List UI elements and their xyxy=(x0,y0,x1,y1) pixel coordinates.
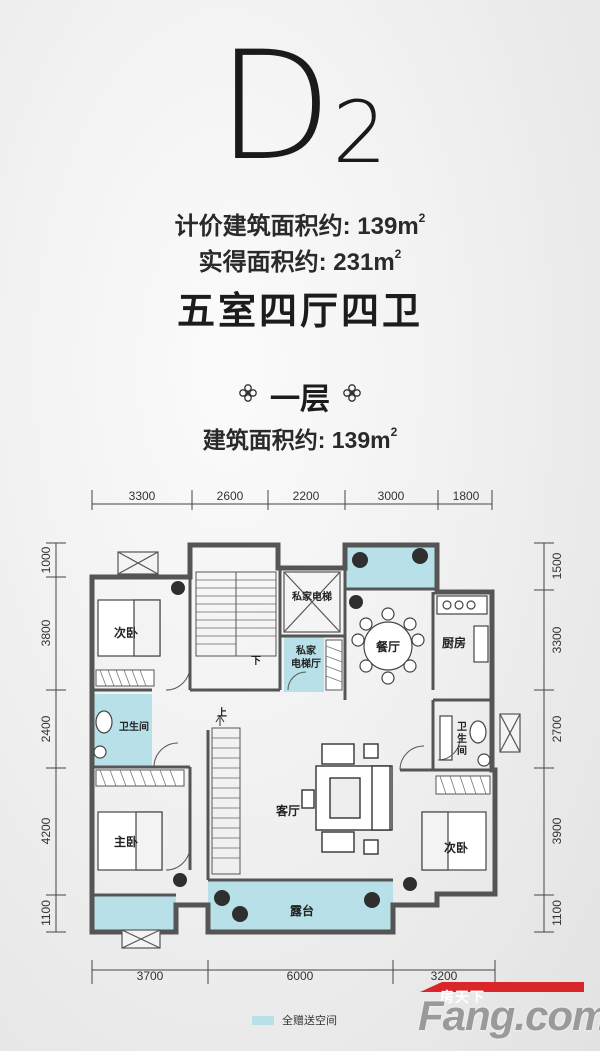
stair-treads-lower xyxy=(212,737,240,859)
legend-label: 全赠送空间 xyxy=(282,1015,337,1027)
living-sofa-set xyxy=(301,743,393,855)
top-dimensions: 3300 2600 2200 3000 1800 xyxy=(129,489,480,503)
floor-area-sup: 2 xyxy=(390,425,398,439)
unit-type-sub: 2 xyxy=(332,83,387,183)
dim-bottom-3: 3200 xyxy=(431,969,458,983)
room-bathroom-e-line2: 生 xyxy=(457,732,467,745)
real-area-sup: 2 xyxy=(394,247,402,261)
dimension-lines xyxy=(46,490,554,984)
dim-right-4: 3900 xyxy=(550,817,564,844)
room-kitchen: 厨房 xyxy=(442,635,466,650)
dim-right-1: 1500 xyxy=(550,552,564,579)
flower-ornament-icon xyxy=(343,384,361,402)
dim-left-1: 1000 xyxy=(39,546,53,573)
dim-top-3: 2200 xyxy=(293,489,320,503)
elevator-shaft xyxy=(283,571,341,633)
walls xyxy=(89,542,498,935)
staircase-lower xyxy=(211,727,241,875)
price-area-label: 计价建筑面积约: 139m xyxy=(174,213,419,240)
room-elevator-hall-line1: 私家 xyxy=(295,644,317,657)
stair-up-label: 上 xyxy=(217,706,227,719)
staircase-upper xyxy=(195,571,277,657)
bed-master xyxy=(97,811,163,871)
bed-se xyxy=(421,811,487,871)
room-elevator-hall-line2: 电梯厅 xyxy=(291,657,321,670)
brand-tag: 房天下 xyxy=(440,989,485,1005)
brand-logo-icon xyxy=(420,982,584,992)
interior-walls xyxy=(92,568,492,897)
floor-name: 一层 xyxy=(270,383,330,416)
wardrobe-hatch xyxy=(99,645,487,795)
dim-left-2: 3800 xyxy=(39,619,53,646)
dim-right-2: 3300 xyxy=(550,626,564,653)
price-area-sup: 2 xyxy=(418,211,426,225)
room-bathroom-w: 卫生间 xyxy=(119,720,149,733)
plant-icons xyxy=(171,548,428,922)
floor-heading: 一层 xyxy=(0,374,600,418)
dim-right-5: 1100 xyxy=(550,900,564,926)
stair-treads-upper xyxy=(196,579,276,645)
room-elevator: 私家电梯 xyxy=(291,590,332,603)
legend-swatch xyxy=(252,1016,274,1025)
dim-left-5: 1100 xyxy=(39,900,53,926)
dining-table xyxy=(351,607,425,685)
room-dining: 餐厅 xyxy=(376,639,400,654)
dim-bottom-2: 6000 xyxy=(287,969,314,983)
brand-name: Fang.com xyxy=(418,992,600,1039)
room-bedroom-se: 次卧 xyxy=(444,840,468,855)
floor-area-label: 建筑面积约: 139m xyxy=(202,427,391,453)
unit-type-main: D xyxy=(216,20,332,194)
windows xyxy=(117,551,521,949)
legend: 全赠送空间 xyxy=(252,1012,337,1028)
dim-left-4: 4200 xyxy=(39,817,53,844)
bottom-dimensions: 3700 6000 3200 xyxy=(137,969,458,983)
dim-top-2: 2600 xyxy=(217,489,244,503)
room-bathroom-e-line1: 卫 xyxy=(457,721,467,733)
dim-top-1: 3300 xyxy=(129,489,156,503)
dim-top-5: 1800 xyxy=(453,489,480,503)
layout-name: 五室四厅四卫 xyxy=(176,291,423,333)
flower-ornament-icon xyxy=(239,384,257,402)
stair-down-label: 下 xyxy=(251,655,261,667)
bed-nw xyxy=(97,599,161,657)
dim-top-4: 3000 xyxy=(378,489,405,503)
price-area-text: 计价建筑面积约: 139m2 xyxy=(0,206,600,241)
real-area-label: 实得面积约: 231m xyxy=(198,249,395,276)
room-bedroom-nw: 次卧 xyxy=(114,625,138,640)
room-terrace: 露台 xyxy=(290,903,314,918)
right-dimensions: 1500 3300 2700 3900 1100 xyxy=(550,552,564,926)
left-dimensions: 1000 3800 2400 4200 1100 xyxy=(39,546,53,926)
room-living: 客厅 xyxy=(275,803,300,818)
doors xyxy=(153,665,461,871)
room-master-bedroom: 主卧 xyxy=(114,834,138,849)
real-area-text: 实得面积约: 231m2 xyxy=(0,242,600,277)
bathroom-fixtures xyxy=(93,710,491,767)
room-bathroom-e-line3: 间 xyxy=(457,744,467,757)
dim-right-3: 2700 xyxy=(550,715,564,742)
dim-bottom-1: 3700 xyxy=(137,969,164,983)
unit-type-title: D2 xyxy=(0,22,600,218)
kitchen-counter xyxy=(436,595,489,663)
stair-up-arrow-icon xyxy=(215,715,225,726)
dim-left-3: 2400 xyxy=(39,715,53,742)
floor-area-text: 建筑面积约: 139m2 xyxy=(0,421,600,455)
